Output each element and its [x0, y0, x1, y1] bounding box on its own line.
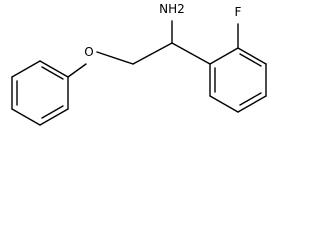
bond-ring2-1: [209, 47, 239, 65]
bond-ring1-1: [39, 60, 69, 78]
chemical-structure: O NH2 F: [11, 2, 267, 126]
bond-ring1-double-a: [41, 66, 64, 80]
phenoxy-ring: [11, 60, 69, 126]
bond-ring-to-oxygen: [67, 63, 87, 78]
bond-ring1-double-b: [41, 105, 64, 119]
oxygen-atom-label: O: [84, 45, 93, 59]
bond-ring2-2: [237, 47, 267, 65]
fluorophenyl-ring: [209, 47, 267, 113]
bond-ring1-6: [11, 60, 41, 78]
bond-ring2-4: [237, 95, 267, 113]
bond-ch2-to-ch: [132, 42, 173, 65]
bond-ch-to-aryl: [171, 42, 211, 65]
bond-ring1-4: [11, 108, 41, 126]
bond-oxygen-to-ch2: [96, 51, 134, 65]
bond-ring2-5: [209, 95, 239, 113]
bond-ring2-double-a: [239, 53, 262, 67]
bond-ring2-double-b: [239, 92, 262, 106]
bond-ring1-3: [39, 108, 69, 126]
fluorine-atom-label: F: [235, 5, 242, 19]
amine-group-label: NH2: [159, 2, 185, 16]
